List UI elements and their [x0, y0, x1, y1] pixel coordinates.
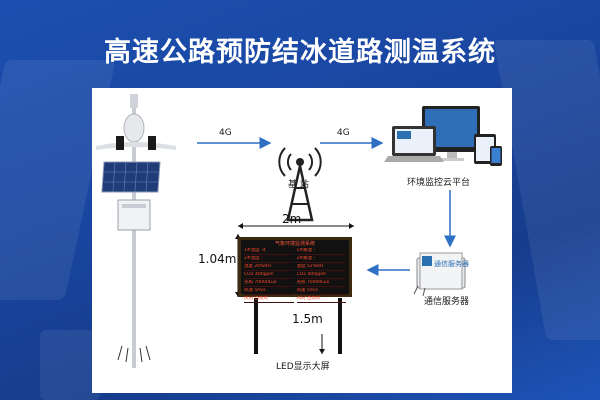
solar-panel [101, 161, 161, 193]
link-label-right: 4G [337, 128, 350, 138]
dimension-width [238, 223, 354, 229]
led-cell: 光照 70000Lux [244, 280, 294, 287]
server-device-icon [413, 252, 466, 297]
bg-decoration-bottom [40, 330, 100, 400]
server-device-text: 通信服务器 [434, 260, 469, 268]
led-label: LED显示大屏 [276, 362, 330, 372]
dimension-post [319, 334, 325, 354]
diagram-graphics [96, 94, 502, 368]
led-cell: 风速 5m/s [244, 288, 294, 295]
led-cell: 1#路温 - [296, 248, 346, 255]
led-post-right [338, 298, 342, 354]
diagram-panel: 4G 4G 基 站 环境监控云平台 通信服务器 通信服务器 LED显示大屏 2m… [92, 88, 512, 393]
led-cell: 2#路温 - [296, 256, 346, 263]
dimension-post-label: 1.5m [292, 312, 323, 326]
cloud-label: 环境监控云平台 [407, 178, 471, 188]
server-label: 通信服务器 [424, 297, 470, 307]
led-cell: CO2 400ppm [244, 272, 294, 279]
led-cell: 光照 70000Lux [296, 280, 346, 287]
led-cell: 风向 西南风 [244, 296, 294, 303]
station-label: 基 站 [288, 180, 309, 190]
led-display-screen: 气象环境监测系统 1#温度 -4 1#路温 - 2#温度 - 2#路温 - 湿度… [238, 237, 352, 303]
page-title: 高速公路预防结冰道路测温系统 [104, 37, 496, 68]
link-label-left: 4G [219, 128, 232, 138]
led-cell: 2#温度 - [244, 256, 294, 263]
cloud-platform-devices [384, 106, 502, 166]
led-screen-header: 气象环境监测系统 [274, 241, 315, 247]
led-cell: 湿度 20%RH [244, 264, 294, 271]
weather-station [96, 94, 176, 368]
dimension-width-label: 2m [282, 212, 302, 226]
led-cell: 风向 西南风 [296, 296, 346, 303]
dimension-height-label: 1.04m [198, 252, 237, 266]
led-cell: 湿度 52%RH [296, 264, 346, 271]
led-cell: 风速 5m/s [296, 288, 346, 295]
led-screen-grid: 1#温度 -4 1#路温 - 2#温度 - 2#路温 - 湿度 20%RH 湿度… [241, 248, 349, 303]
antenna-tower-icon [278, 147, 322, 222]
led-cell: 1#温度 -4 [244, 248, 294, 255]
led-post-left [254, 298, 258, 354]
led-cell: CO2 400ppm [296, 272, 346, 279]
